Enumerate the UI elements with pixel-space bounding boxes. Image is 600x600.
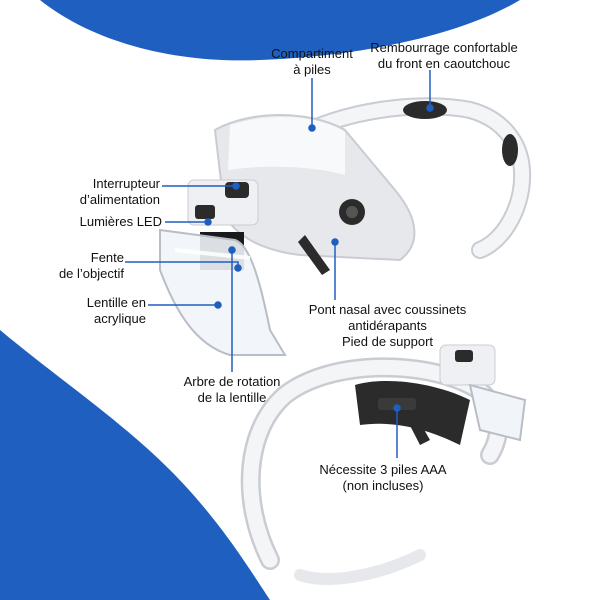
label-nose-bridge: Pont nasal avec coussinets antidérapants… xyxy=(308,302,467,349)
label-acrylic-lens: Lentille en acrylique xyxy=(86,295,146,326)
label-batteries-required: Nécessite 3 piles AAA (non incluses) xyxy=(319,462,447,493)
bottom-blue-swoosh xyxy=(0,330,270,600)
label-forehead-padding: Rembourrage confortable du front en caou… xyxy=(370,40,518,71)
forehead-pad xyxy=(403,101,447,119)
label-power-switch: Interrupteur d’alimentation xyxy=(79,176,160,207)
magnifier-headset-bottom xyxy=(240,344,527,585)
label-lens-slot: Fente de l’objectif xyxy=(58,250,124,281)
led-lights xyxy=(195,205,215,219)
battery-slot xyxy=(378,398,416,410)
label-battery-compartment: Compartiment à piles xyxy=(271,46,353,77)
label-rotation-shaft: Arbre de rotation de la lentille xyxy=(183,374,281,405)
leader-lines xyxy=(125,70,434,458)
top-blue-swoosh xyxy=(40,0,520,61)
label-led-lights: Lumières LED xyxy=(79,214,162,229)
